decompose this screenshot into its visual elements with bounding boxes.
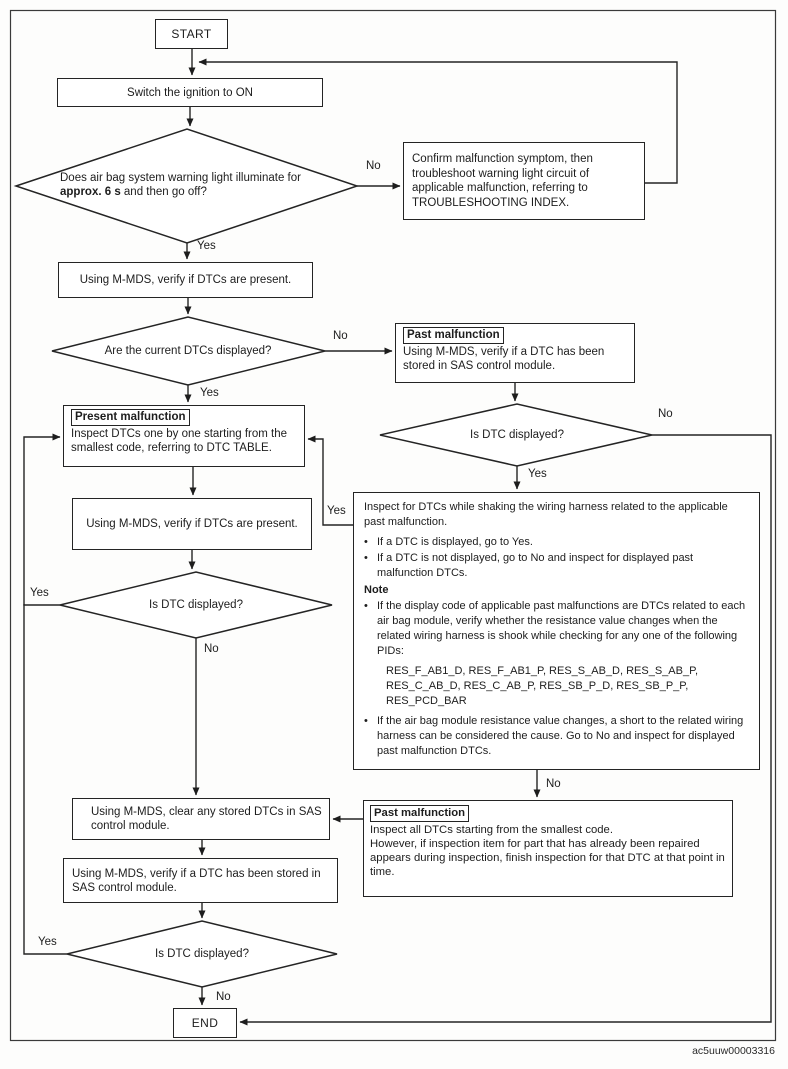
current-dtcs-decision: Are the current DTCs displayed? [104,345,272,357]
past-malfunction-2-body-2: However, if inspection item for part tha… [370,838,725,878]
dtc-displayed-decision-1-shape [379,403,653,467]
dtc-displayed-decision-3-shape [66,920,338,988]
edge-label-yes-warning-light: Yes [197,240,216,252]
shake-intro-text: Inspect for DTCs while shaking the wirin… [364,501,728,528]
present-malfunction-node: Present malfunction Inspect DTCs one by … [63,405,305,467]
edge-label-no-shake-box: No [546,778,561,790]
warning-light-question-part1: Does air bag system warning light illumi… [60,172,301,184]
shake-harness-note-node: Inspect for DTCs while shaking the wirin… [353,492,760,770]
verify-stored-dtc-node: Using M-MDS, verify if a DTC has been st… [63,858,338,903]
bullet-icon: • [364,536,368,548]
bullet-icon: • [364,552,368,564]
warning-light-decision-shape [13,128,360,244]
past-malfunction-2-body-1: Inspect all DTCs starting from the small… [370,824,613,836]
edge-label-yes-dtc-3: Yes [38,936,57,948]
current-dtcs-decision-shape [51,316,326,386]
note-bullet-2: • If the air bag module resistance value… [364,714,746,759]
note-bullet-2-text: If the air bag module resistance value c… [377,715,744,757]
past-malfunction-2-title: Past malfunction [370,805,470,822]
pid-line-1: RES_F_AB1_D, RES_F_AB1_P, RES_S_AB_D, RE… [386,665,699,677]
edge-label-no-dtc-2: No [204,643,219,655]
present-malfunction-body: Inspect DTCs one by one starting from th… [71,428,288,454]
edge-label-yes-current-dtcs: Yes [200,387,219,399]
edge-label-no-dtc-3: No [216,991,231,1003]
shake-bullet-1-text: If a DTC is displayed, go to Yes. [377,536,533,548]
note-bullet-1-text: If the display code of applicable past m… [377,600,746,657]
shake-bullet-2-text: If a DTC is not displayed, go to No and … [377,552,694,579]
dtc-displayed-decision-3: Is DTC displayed? [155,948,249,960]
note-bullet-1: • If the display code of applicable past… [364,599,746,659]
warning-light-decision: Does air bag system warning light illumi… [60,171,312,199]
shake-bullet-1: • If a DTC is displayed, go to Yes. [364,535,746,550]
present-malfunction-title: Present malfunction [71,409,190,426]
shake-bullet-2: • If a DTC is not displayed, go to No an… [364,551,746,581]
past-malfunction-title: Past malfunction [403,327,504,344]
figure-code: ac5uuw00003316 [692,1045,775,1057]
switch-ignition-node: Switch the ignition to ON [57,78,323,107]
confirm-malfunction-node: Confirm malfunction symptom, then troubl… [403,142,645,220]
edge-label-yes-dtc-1: Yes [528,468,547,480]
verify-dtcs-node-1: Using M-MDS, verify if DTCs are present. [58,262,313,298]
dtc-displayed-decision-2-shape [59,571,333,639]
verify-dtcs-node-2: Using M-MDS, verify if DTCs are present. [72,498,312,550]
figure-border [9,9,777,1042]
pid-line-3: RES_PCD_BAR [386,695,467,707]
edge-label-yes-dtc-2: Yes [30,587,49,599]
edge-label-no-dtc-1: No [658,408,673,420]
past-malfunction-node-2: Past malfunction Inspect all DTCs starti… [363,800,733,897]
bullet-icon: • [364,715,368,727]
warning-light-question-bold: approx. 6 s [60,186,121,198]
note-label: Note [364,584,389,596]
clear-dtcs-node: Using M-MDS, clear any stored DTCs in SA… [72,798,330,840]
past-malfunction-body: Using M-MDS, verify if a DTC has been st… [403,346,605,372]
dtc-displayed-decision-2: Is DTC displayed? [149,599,243,611]
edge-label-no-warning-light: No [366,160,381,172]
pid-line-2: RES_C_AB_D, RES_C_AB_P, RES_SB_P_D, RES_… [386,680,689,692]
warning-light-question-part2: and then go off? [120,186,207,198]
end-node: END [173,1008,237,1038]
start-node: START [155,19,228,49]
pid-list: RES_F_AB1_D, RES_F_AB1_P, RES_S_AB_D, RE… [386,664,746,709]
bullet-icon: • [364,600,368,612]
past-malfunction-node-1: Past malfunction Using M-MDS, verify if … [395,323,635,383]
dtc-displayed-decision-1: Is DTC displayed? [470,429,564,441]
edge-label-yes-shake-box: Yes [327,505,346,517]
edge-label-no-current-dtcs: No [333,330,348,342]
